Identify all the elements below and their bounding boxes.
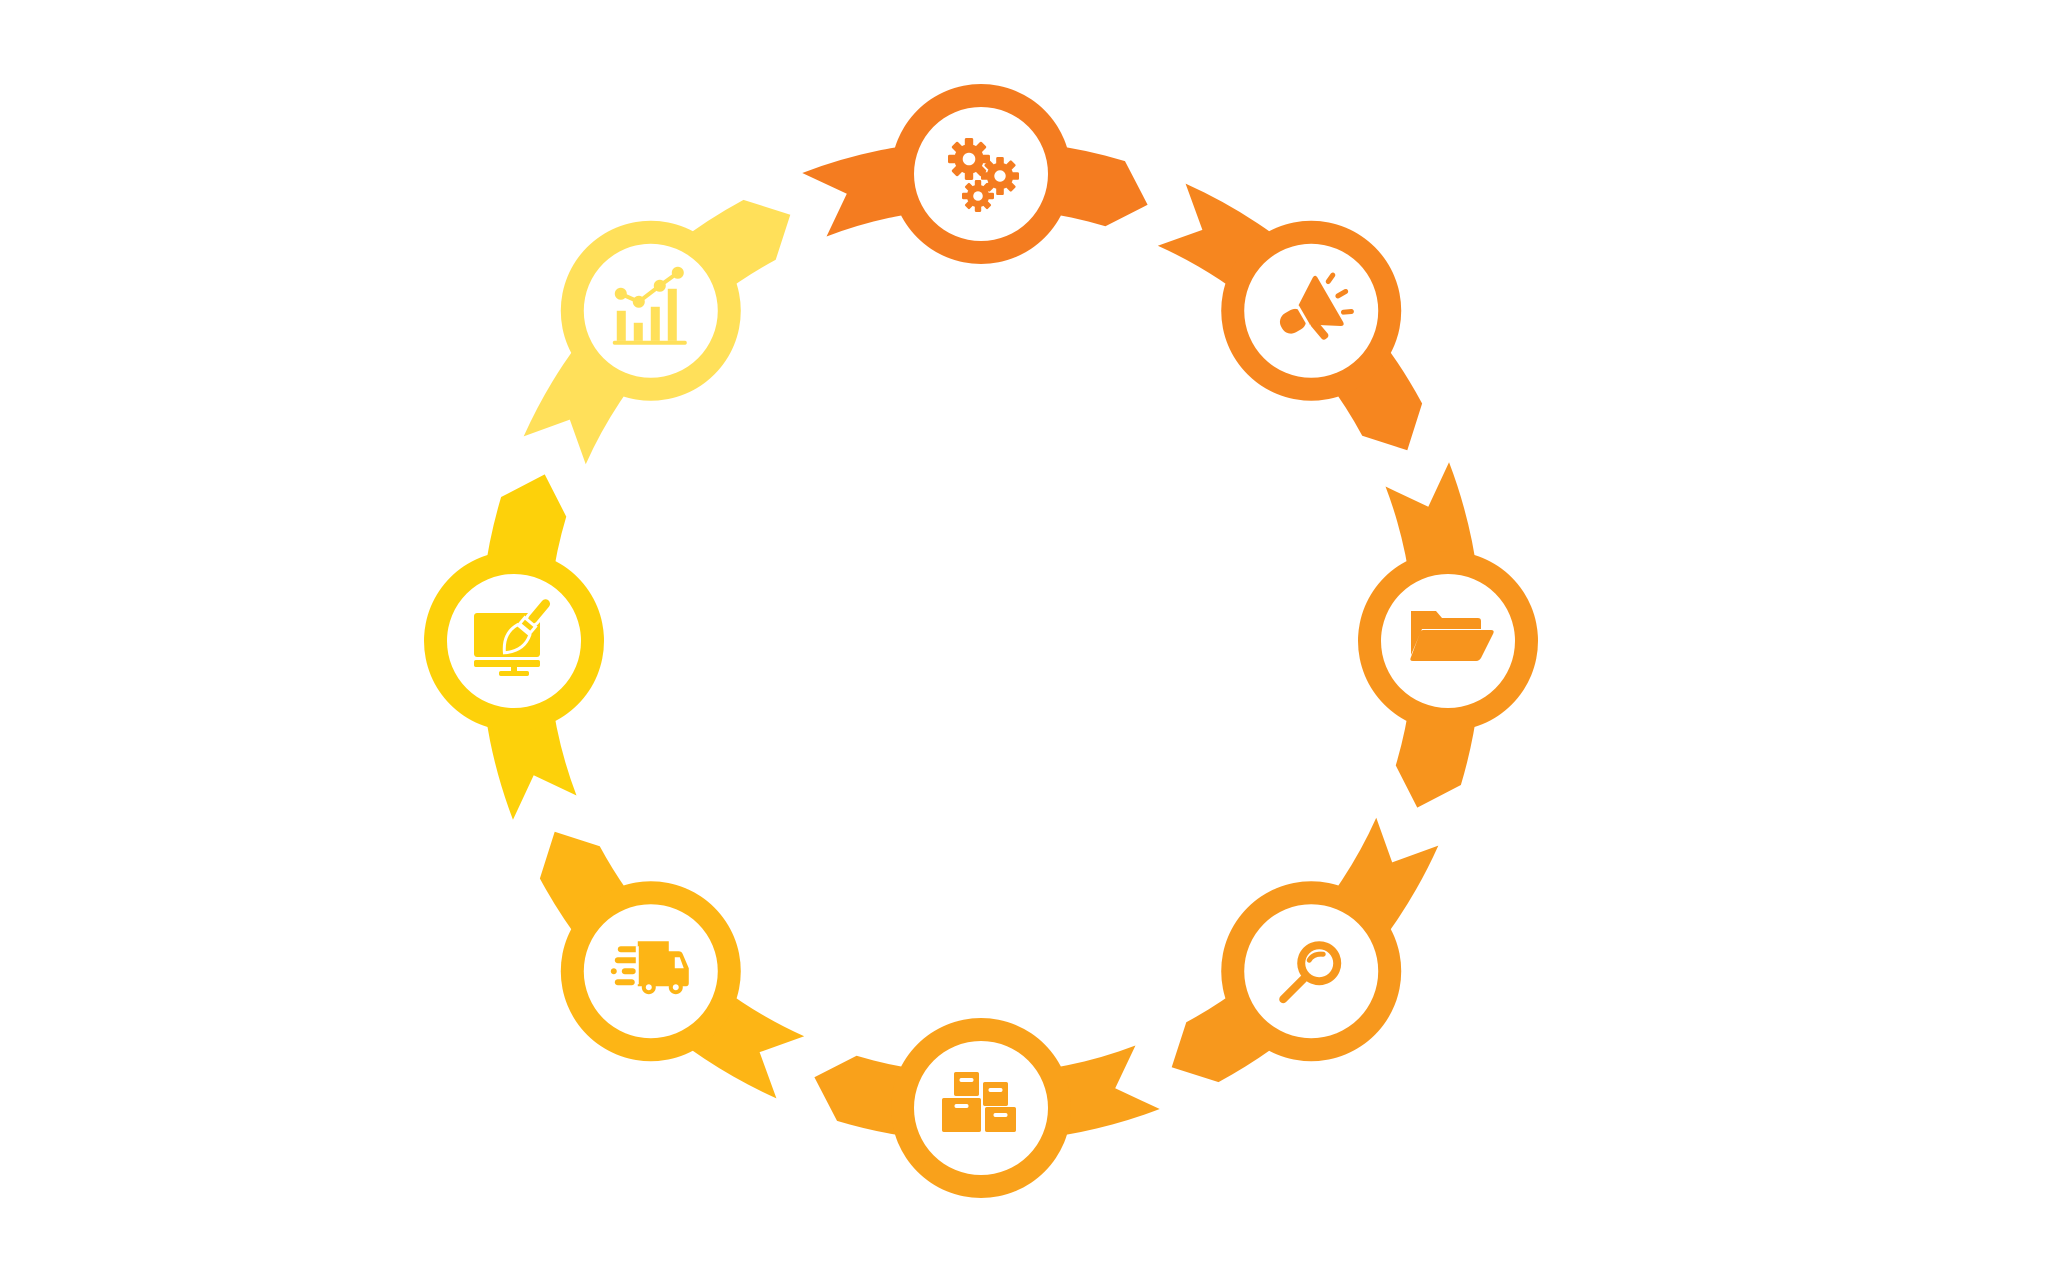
boxes-icon — [942, 1072, 1016, 1132]
delivery-truck-icon — [610, 941, 689, 995]
gears-icon — [948, 138, 1020, 212]
step-node-delivery — [560, 881, 741, 1062]
step-node-settings — [891, 84, 1071, 264]
step-node-marketing — [1221, 220, 1402, 401]
step-node-analytics — [560, 220, 741, 401]
step-node-research — [1221, 881, 1402, 1062]
step-nodes — [424, 84, 1538, 1198]
step-node-design — [424, 551, 604, 731]
step-node-files — [1358, 551, 1538, 731]
monitor-brush-icon — [474, 596, 554, 676]
step-node-inventory — [891, 1018, 1071, 1198]
megaphone-icon — [1279, 272, 1354, 340]
growth-chart-icon — [612, 266, 687, 345]
folder-open-icon — [1410, 611, 1494, 661]
magnifier-icon — [1279, 941, 1342, 1004]
